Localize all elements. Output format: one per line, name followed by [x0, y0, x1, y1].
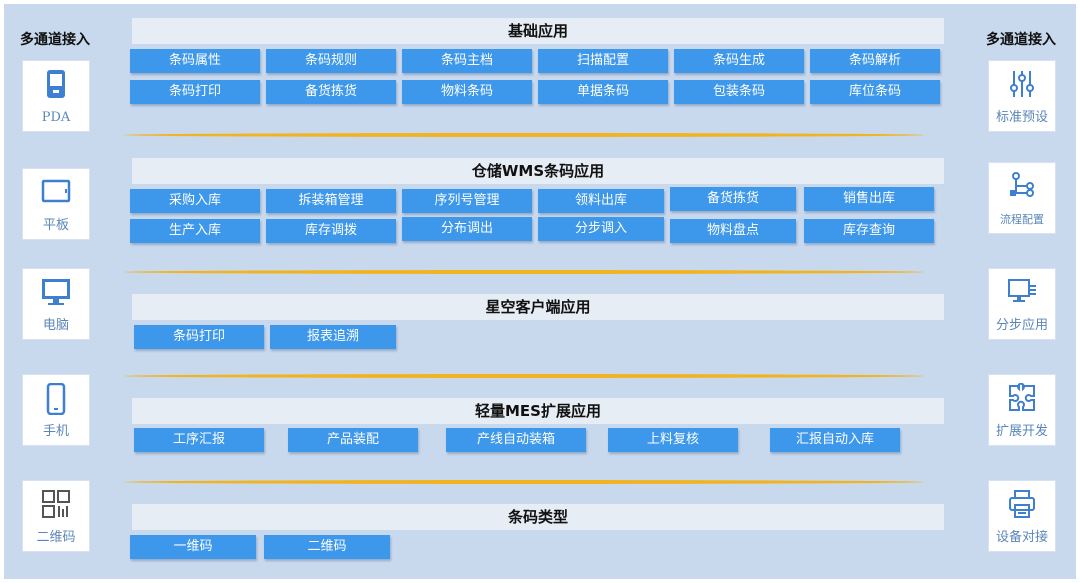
app-button[interactable]: 扫描配置 — [538, 49, 668, 73]
access-card-label: 手机 — [42, 424, 69, 439]
app-button[interactable]: 物料条码 — [402, 80, 532, 104]
app-button[interactable]: 序列号管理 — [402, 189, 532, 213]
app-button[interactable]: 库存调拨 — [266, 219, 396, 243]
tablet-icon — [23, 177, 89, 209]
stepped-app-icon — [989, 277, 1055, 309]
access-card-qrcode[interactable]: 二维码 — [22, 480, 90, 552]
app-button[interactable]: 备货拣货 — [670, 187, 796, 211]
app-button[interactable]: 工序汇报 — [134, 428, 264, 452]
app-button[interactable]: 条码规则 — [266, 49, 396, 73]
access-card-label: PDA — [41, 110, 71, 125]
section-divider — [124, 133, 924, 137]
feature-card-label: 标准预设 — [995, 110, 1048, 125]
section-divider — [124, 270, 924, 274]
app-button[interactable]: 分步调入 — [538, 217, 664, 241]
feature-card-label: 流程配置 — [1000, 213, 1044, 226]
app-button[interactable]: 库存查询 — [804, 219, 934, 243]
access-card-phone[interactable]: 手机 — [22, 374, 90, 446]
app-button[interactable]: 条码生成 — [674, 49, 804, 73]
access-card-label: 平板 — [42, 218, 69, 233]
feature-card-label: 扩展开发 — [995, 424, 1048, 439]
feature-card-extension-dev[interactable]: 扩展开发 — [988, 374, 1056, 446]
flow-icon — [989, 171, 1055, 203]
puzzle-icon — [989, 383, 1055, 415]
app-button[interactable]: 条码主档 — [402, 49, 532, 73]
section-title-wms: 仓储WMS条码应用 — [132, 158, 944, 184]
right-panel-title: 多通道接入 — [986, 32, 1056, 48]
app-button[interactable]: 库位条码 — [810, 80, 940, 104]
app-button[interactable]: 条码打印 — [130, 80, 260, 104]
sliders-icon — [989, 69, 1055, 101]
right-access-panel: 多通道接入 标准预设 流程配置 分步应用 扩展开发 — [970, 10, 1072, 576]
section-title-barcode-types: 条码类型 — [132, 504, 944, 530]
feature-card-label: 设备对接 — [995, 530, 1048, 545]
app-button[interactable]: 分布调出 — [402, 217, 532, 241]
app-button[interactable]: 二维码 — [264, 535, 390, 559]
app-button[interactable]: 一维码 — [130, 535, 256, 559]
feature-card-device-integration[interactable]: 设备对接 — [988, 480, 1056, 552]
feature-card-flow-config[interactable]: 流程配置 — [988, 162, 1056, 234]
section-divider — [124, 374, 924, 378]
app-button[interactable]: 产品装配 — [288, 428, 418, 452]
left-access-panel: 多通道接入 PDA 平板 电脑 手机 — [4, 10, 106, 576]
left-panel-title: 多通道接入 — [20, 32, 90, 48]
app-button[interactable]: 销售出库 — [804, 187, 934, 211]
app-button[interactable]: 拆装箱管理 — [266, 189, 396, 213]
feature-card-label: 分步应用 — [995, 318, 1048, 333]
section-title-mes: 轻量MES扩展应用 — [132, 398, 944, 424]
pda-icon — [23, 69, 89, 101]
section-divider — [124, 480, 924, 484]
app-button[interactable]: 领料出库 — [538, 189, 664, 213]
section-title-client: 星空客户端应用 — [132, 294, 944, 320]
app-button[interactable]: 条码解析 — [810, 49, 940, 73]
qrcode-icon — [23, 489, 89, 521]
access-card-tablet[interactable]: 平板 — [22, 168, 90, 240]
monitor-icon — [23, 277, 89, 309]
feature-card-standard-preset[interactable]: 标准预设 — [988, 60, 1056, 132]
app-button[interactable]: 产线自动装箱 — [446, 428, 586, 452]
app-button[interactable]: 上料复核 — [608, 428, 738, 452]
app-button[interactable]: 备货拣货 — [266, 80, 396, 104]
printer-icon — [989, 489, 1055, 521]
feature-card-stepped-app[interactable]: 分步应用 — [988, 268, 1056, 340]
app-button[interactable]: 包装条码 — [674, 80, 804, 104]
access-card-label: 二维码 — [36, 530, 76, 545]
section-title-basic: 基础应用 — [132, 18, 944, 44]
app-button[interactable]: 生产入库 — [130, 219, 260, 243]
access-card-label: 电脑 — [42, 318, 69, 333]
app-button[interactable]: 单据条码 — [538, 80, 668, 104]
app-button[interactable]: 报表追溯 — [270, 325, 396, 349]
app-button[interactable]: 采购入库 — [130, 189, 260, 213]
phone-icon — [23, 383, 89, 415]
app-button[interactable]: 物料盘点 — [670, 219, 796, 243]
access-card-pda[interactable]: PDA — [22, 60, 90, 132]
access-card-computer[interactable]: 电脑 — [22, 268, 90, 340]
app-button[interactable]: 条码属性 — [130, 49, 260, 73]
architecture-diagram: 多通道接入 PDA 平板 电脑 手机 — [4, 4, 1076, 579]
app-button[interactable]: 条码打印 — [134, 325, 264, 349]
app-button[interactable]: 汇报自动入库 — [770, 428, 900, 452]
